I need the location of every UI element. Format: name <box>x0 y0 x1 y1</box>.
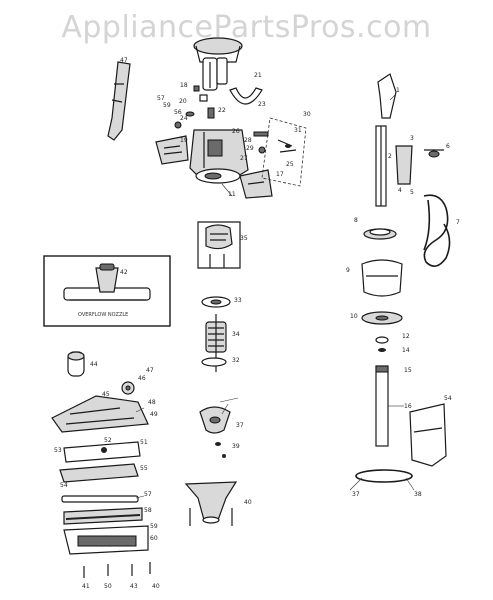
callout-12: 12 <box>402 333 410 340</box>
callout-24: 24 <box>180 115 188 122</box>
callout-60: 60 <box>150 535 158 542</box>
motor-parts-column: 35 33 34 32 37 39 40 <box>184 221 252 526</box>
callout-43: 43 <box>130 583 138 590</box>
callout-15: 15 <box>404 367 412 374</box>
callout-19: 19 <box>180 137 188 144</box>
handle-tube-assembly: 1 2 3 4 5 6 7 8 9 10 <box>346 73 460 498</box>
callout-31: 31 <box>294 127 302 134</box>
callout-35: 35 <box>240 235 248 242</box>
callout-29: 29 <box>246 145 254 152</box>
callout-42: 42 <box>120 269 128 276</box>
watermark: AppliancePartsPros.com <box>61 10 432 45</box>
callout-3: 3 <box>410 135 414 142</box>
callout-40b: 40 <box>152 583 160 590</box>
callout-22: 22 <box>218 107 226 114</box>
callout-11: 11 <box>228 191 236 198</box>
callout-37b: 37 <box>352 491 360 498</box>
callout-46: 46 <box>138 375 146 382</box>
callout-57: 57 <box>157 95 165 102</box>
callout-5: 5 <box>410 189 414 196</box>
callout-45: 45 <box>102 391 110 398</box>
motor-housing-assembly: 47 18 57 20 59 56 24 22 21 23 26 28 29 2… <box>107 37 311 199</box>
callout-9: 9 <box>346 267 350 274</box>
callout-57b: 57 <box>144 491 152 498</box>
callout-58: 58 <box>144 507 152 514</box>
callout-25: 25 <box>286 161 294 168</box>
inset-nozzle-box: 42 OVERFLOW NOZZLE <box>43 255 171 327</box>
callout-20: 20 <box>179 98 187 105</box>
callout-54b: 54 <box>444 395 452 402</box>
callout-39: 39 <box>232 443 240 450</box>
callout-54: 54 <box>60 482 68 489</box>
callout-23: 23 <box>258 101 266 108</box>
callout-34: 34 <box>232 331 240 338</box>
callout-16: 16 <box>404 403 412 410</box>
callout-49: 49 <box>150 411 158 418</box>
callout-41: 41 <box>82 583 90 590</box>
callout-52: 52 <box>104 437 112 444</box>
callout-8: 8 <box>354 217 358 224</box>
callout-44: 44 <box>90 361 98 368</box>
callout-28: 28 <box>244 137 252 144</box>
callout-40: 40 <box>244 499 252 506</box>
callout-59b: 59 <box>150 523 158 530</box>
callout-59: 59 <box>163 102 171 109</box>
floor-tool-assembly: 44 46 47 45 48 49 53 52 51 54 55 57 58 <box>51 351 160 590</box>
callout-21: 21 <box>254 72 262 79</box>
callout-48: 48 <box>148 399 156 406</box>
callout-18: 18 <box>180 82 188 89</box>
callout-33: 33 <box>234 297 242 304</box>
callout-2: 2 <box>388 153 392 160</box>
callout-14: 14 <box>402 347 410 354</box>
callout-56: 56 <box>174 109 182 116</box>
callout-53: 53 <box>54 447 62 454</box>
callout-55: 55 <box>140 465 148 472</box>
callout-50: 50 <box>104 583 112 590</box>
callout-32: 32 <box>232 357 240 364</box>
callout-47: 47 <box>120 57 128 64</box>
callout-7: 7 <box>456 219 460 226</box>
callout-17: 17 <box>276 171 284 178</box>
callout-4: 4 <box>398 187 402 194</box>
callout-27: 27 <box>240 155 248 162</box>
callout-51: 51 <box>140 439 148 446</box>
callout-26: 26 <box>232 128 240 135</box>
inset-caption: OVERFLOW NOZZLE <box>78 312 128 318</box>
callout-47b: 47 <box>146 367 154 374</box>
callout-10: 10 <box>350 313 358 320</box>
leader-lines <box>135 93 415 499</box>
callout-6: 6 <box>446 143 450 150</box>
callout-30: 30 <box>303 111 311 118</box>
callout-37: 37 <box>236 422 244 429</box>
callout-38: 38 <box>414 491 422 498</box>
callout-1: 1 <box>396 87 400 94</box>
